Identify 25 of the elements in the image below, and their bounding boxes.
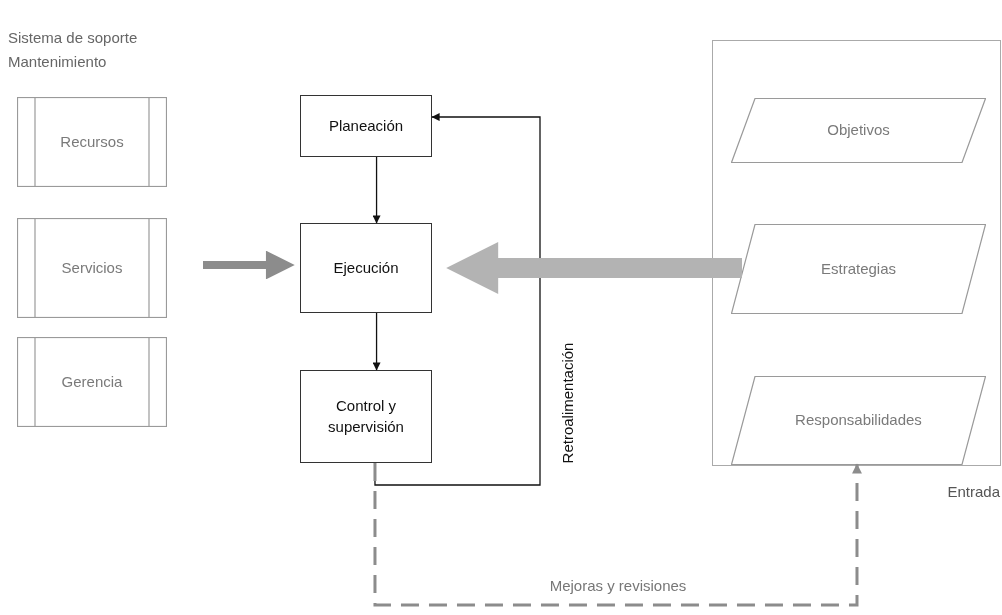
node-label: Planeación bbox=[327, 115, 405, 136]
node-label: Control y supervisión bbox=[327, 396, 405, 437]
arrow bbox=[372, 312, 381, 371]
node-label: Objetivos bbox=[826, 120, 891, 141]
node-label: Recursos bbox=[59, 131, 125, 152]
predefined-process-box bbox=[17, 97, 167, 187]
input-parallelogram bbox=[731, 224, 986, 314]
node-label: Servicios bbox=[60, 257, 124, 278]
section-heading: Sistema de soporte Mantenimiento bbox=[8, 28, 139, 72]
arrow bbox=[372, 156, 381, 224]
input-parallelogram bbox=[731, 376, 986, 465]
input-parallelogram bbox=[731, 98, 986, 163]
process-box bbox=[300, 95, 432, 157]
arrow bbox=[374, 113, 541, 486]
node-label: Gerencia bbox=[60, 371, 124, 392]
node-label: Ejecución bbox=[332, 257, 400, 278]
process-box bbox=[300, 223, 432, 313]
dashed-arrow bbox=[373, 463, 862, 607]
group-heading: Entrada bbox=[947, 482, 1000, 502]
node-label: Estrategias bbox=[819, 258, 897, 279]
block-arrow bbox=[446, 242, 742, 294]
process-box bbox=[300, 370, 432, 463]
predefined-process-box bbox=[17, 337, 167, 427]
predefined-process-box bbox=[17, 218, 167, 318]
node-label: Responsabilidades bbox=[794, 410, 923, 431]
